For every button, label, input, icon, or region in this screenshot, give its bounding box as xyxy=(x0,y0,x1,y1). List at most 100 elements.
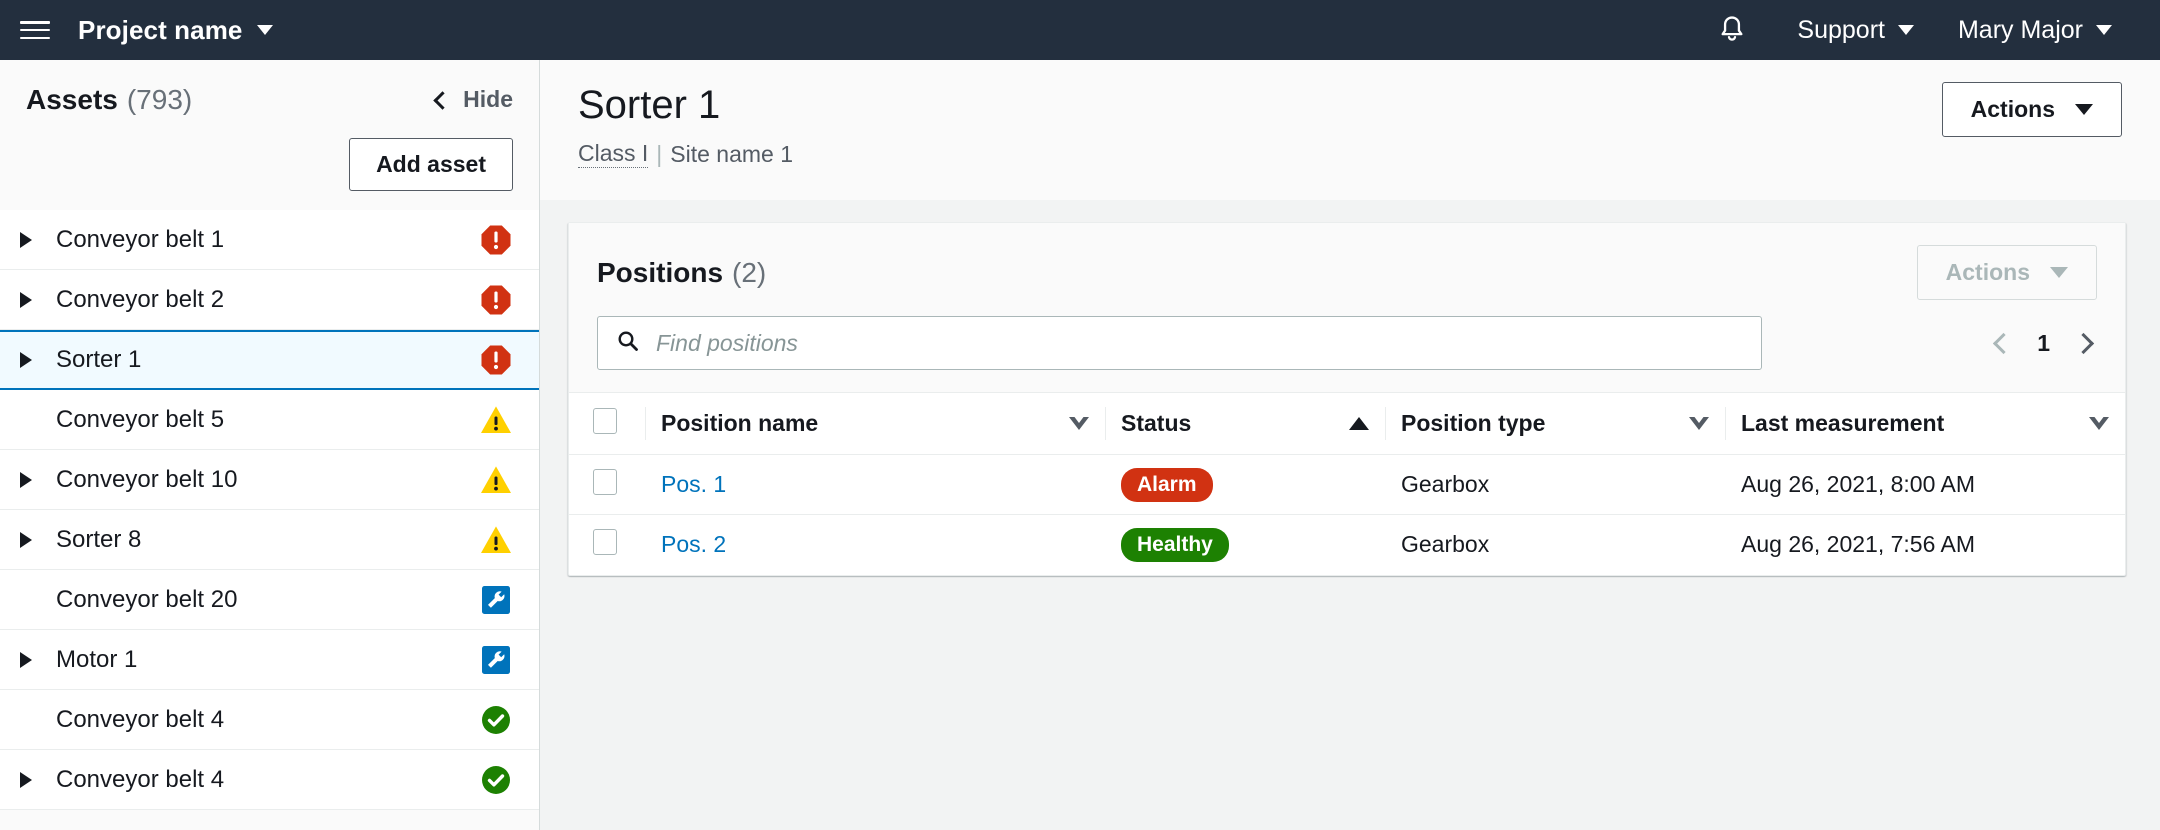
chevron-down-icon xyxy=(2096,25,2112,35)
support-dropdown[interactable]: Support xyxy=(1775,16,1936,45)
page-subtitle: Class I | Site name 1 xyxy=(578,140,793,168)
alarm-status-icon xyxy=(479,283,513,317)
asset-tree-item-label: Conveyor belt 5 xyxy=(56,405,225,433)
column-header-position-type[interactable]: Position type xyxy=(1385,392,1725,455)
asset-tree: Conveyor belt 1 Conveyor belt 2 Sorter 1 Co… xyxy=(0,210,539,830)
expand-arrow-icon[interactable] xyxy=(20,652,42,668)
add-asset-button[interactable]: Add asset xyxy=(349,138,513,191)
row-select-cell xyxy=(569,515,645,575)
status-badge: Healthy xyxy=(1121,527,1229,562)
page-header: Sorter 1 Class I | Site name 1 Actions xyxy=(540,60,2160,200)
alarm-status-icon xyxy=(479,343,513,377)
top-navigation-bar: Project name Support Mary Major xyxy=(0,0,2160,60)
previous-page-button[interactable] xyxy=(1993,332,2015,354)
row-select-cell xyxy=(569,454,645,515)
asset-tree-item-label: Conveyor belt 4 xyxy=(56,705,225,733)
expand-arrow-icon[interactable] xyxy=(20,352,42,368)
column-header-last-measurement[interactable]: Last measurement xyxy=(1725,392,2125,455)
user-name-label: Mary Major xyxy=(1957,15,2083,44)
healthy-status-icon xyxy=(479,703,513,737)
hide-label: Hide xyxy=(463,86,513,112)
next-page-button[interactable] xyxy=(2072,332,2095,354)
healthy-status-icon xyxy=(479,763,513,797)
warning-status-icon xyxy=(479,463,513,497)
find-positions-input[interactable] xyxy=(656,329,1743,357)
current-page-number[interactable]: 1 xyxy=(2037,329,2050,356)
asset-tree-item[interactable]: Conveyor belt 4 xyxy=(0,690,539,750)
column-header-position-name[interactable]: Position name xyxy=(645,392,1105,455)
asset-tree-item[interactable]: Conveyor belt 10 xyxy=(0,450,539,510)
search-icon xyxy=(616,329,640,358)
asset-tree-item[interactable]: Conveyor belt 2 xyxy=(0,270,539,330)
positions-actions-button[interactable]: Actions xyxy=(1916,245,2097,300)
asset-tree-item[interactable]: Motor 1 xyxy=(0,630,539,690)
expand-arrow-icon[interactable] xyxy=(20,232,42,248)
position-name-link[interactable]: Pos. 1 xyxy=(661,471,727,497)
chevron-down-icon xyxy=(2050,267,2068,278)
asset-tree-item-label: Conveyor belt 20 xyxy=(56,585,238,613)
maintenance-status-icon xyxy=(479,643,513,677)
asset-tree-item[interactable]: Conveyor belt 20 xyxy=(0,570,539,630)
asset-tree-item-label: Motor 1 xyxy=(56,645,138,673)
asset-tree-item-label: Conveyor belt 10 xyxy=(56,465,238,493)
chevron-left-icon xyxy=(433,90,452,110)
sort-descending-icon xyxy=(1689,415,1709,430)
positions-actions-label: Actions xyxy=(1945,259,2030,285)
page-body: Assets (793) Hide Add asset Conveyor bel… xyxy=(0,60,2160,830)
assets-sidebar-header: Assets (793) Hide Add asset xyxy=(0,60,539,210)
select-all-header xyxy=(569,392,645,455)
expand-arrow-icon[interactable] xyxy=(20,292,42,308)
find-positions-search-box[interactable] xyxy=(597,316,1762,370)
warning-status-icon xyxy=(479,403,513,437)
asset-tree-item[interactable]: Conveyor belt 1 xyxy=(0,210,539,270)
sort-descending-icon xyxy=(1069,415,1089,430)
expand-arrow-icon[interactable] xyxy=(20,772,42,788)
warning-status-icon xyxy=(479,523,513,557)
select-all-checkbox[interactable] xyxy=(593,407,617,434)
position-name-cell: Pos. 2 xyxy=(645,515,1105,575)
page-actions-button[interactable]: Actions xyxy=(1941,82,2122,137)
page-header-text: Sorter 1 Class I | Site name 1 xyxy=(578,82,793,168)
asset-tree-item[interactable]: Sorter 1 xyxy=(0,330,539,390)
positions-count: (2) xyxy=(732,256,767,288)
row-checkbox[interactable] xyxy=(593,468,617,495)
chevron-down-icon xyxy=(1897,25,1914,35)
page-actions-label: Actions xyxy=(1970,96,2055,122)
project-name-dropdown[interactable]: Project name xyxy=(78,15,273,46)
hamburger-menu-icon[interactable] xyxy=(20,18,50,42)
position-type-cell: Gearbox xyxy=(1385,454,1725,515)
asset-tree-item[interactable]: Sorter 8 xyxy=(0,510,539,570)
asset-class-label: Class I xyxy=(578,140,649,168)
column-label: Position type xyxy=(1401,410,1546,436)
asset-tree-item-label: Conveyor belt 2 xyxy=(56,285,225,313)
hide-sidebar-button[interactable]: Hide xyxy=(433,86,513,113)
asset-tree-item[interactable]: Conveyor belt 5 xyxy=(0,390,539,450)
asset-tree-item-label: Sorter 1 xyxy=(56,346,142,373)
position-name-link[interactable]: Pos. 2 xyxy=(661,531,727,558)
user-menu-dropdown[interactable]: Mary Major xyxy=(1936,16,2134,45)
bell-icon[interactable] xyxy=(1715,13,1749,47)
status-cell: Alarm xyxy=(1105,454,1385,515)
assets-title: Assets xyxy=(26,84,118,115)
assets-title-row: Assets (793) xyxy=(26,84,513,116)
positions-table: Position name Status xyxy=(569,392,2125,575)
positions-table-head: Position name Status xyxy=(569,392,2125,455)
row-checkbox[interactable] xyxy=(593,528,617,555)
column-label: Last measurement xyxy=(1741,410,1945,436)
last-measurement-cell: Aug 26, 2021, 7:56 AM xyxy=(1741,531,1976,558)
column-header-status[interactable]: Status xyxy=(1105,392,1385,455)
alarm-status-icon xyxy=(479,223,513,257)
asset-tree-item[interactable]: Conveyor belt 4 xyxy=(0,750,539,810)
chevron-down-icon xyxy=(2075,104,2093,115)
expand-arrow-icon[interactable] xyxy=(20,532,42,548)
table-pagination: 1 xyxy=(1993,329,2097,357)
maintenance-status-icon xyxy=(479,583,513,617)
site-name-label: Site name 1 xyxy=(670,140,794,167)
table-header-row: Position name Status xyxy=(569,392,2125,455)
main-body: Positions (2) Actions xyxy=(540,200,2160,830)
expand-arrow-icon[interactable] xyxy=(20,472,42,488)
sort-descending-icon xyxy=(2089,415,2109,430)
